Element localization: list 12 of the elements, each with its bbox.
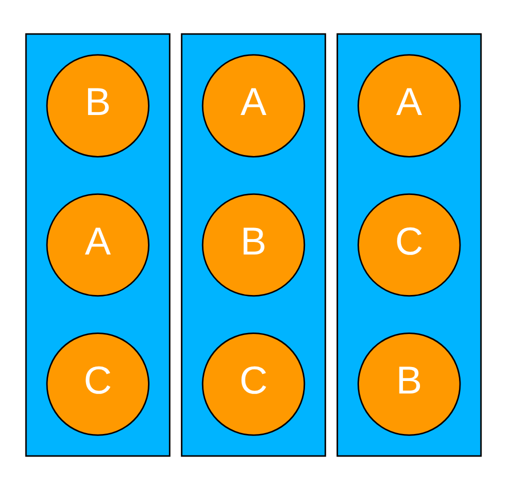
node-circle: B <box>202 193 306 297</box>
node-circle: B <box>358 332 461 436</box>
node-circle: A <box>202 54 306 158</box>
node-circle: C <box>358 193 461 297</box>
node-circle: C <box>46 332 150 436</box>
node-circle: C <box>202 332 306 436</box>
cluster <box>180 33 326 457</box>
node-circle: B <box>46 54 150 158</box>
cluster <box>25 33 170 457</box>
node-circle: A <box>358 54 461 158</box>
node-circle: A <box>46 193 150 297</box>
cluster <box>336 33 482 457</box>
